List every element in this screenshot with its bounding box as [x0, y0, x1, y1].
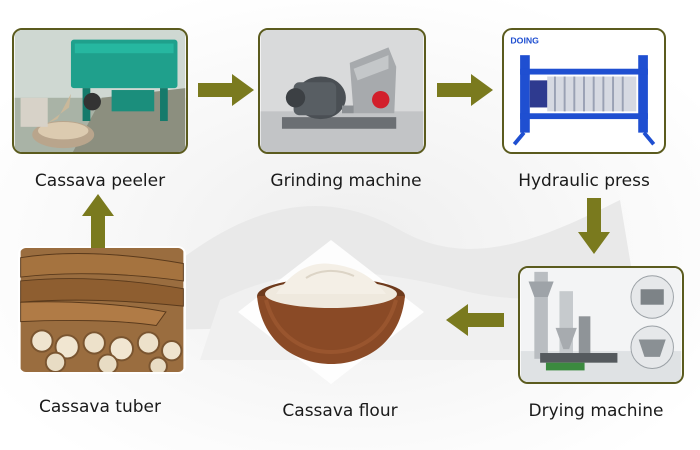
grinding-machine-label: Grinding machine [270, 171, 422, 191]
grinding-machine-image [258, 28, 426, 154]
cassava-flour-image [236, 238, 426, 386]
hydraulic-press-label: Hydraulic press [518, 171, 650, 191]
hydraulic-press-illustration: DOING [504, 30, 664, 152]
cassava-peeler-label: Cassava peeler [34, 171, 166, 191]
cassava-tuber-label: Cassava tuber [39, 397, 161, 417]
right-arrow-icon [198, 74, 254, 106]
down-arrow-icon [578, 198, 610, 254]
peeler-machine-illustration [14, 30, 186, 152]
up-arrow-icon [82, 194, 114, 248]
cassava-tuber-image [18, 246, 186, 374]
cassava-flour-label: Cassava flour [282, 401, 398, 421]
hydraulic-press-image: DOING [502, 28, 666, 154]
cassava-tubers-illustration [20, 248, 184, 372]
brand-logo: DOING [510, 36, 539, 46]
drying-machine-image [518, 266, 684, 384]
right-arrow-icon [437, 74, 493, 106]
flour-bowl-illustration [238, 240, 424, 384]
left-arrow-icon [446, 304, 504, 336]
cassava-peeler-image [12, 28, 188, 154]
grinding-machine-illustration [260, 30, 424, 152]
drying-machine-illustration [520, 268, 682, 382]
drying-machine-label: Drying machine [528, 401, 664, 421]
